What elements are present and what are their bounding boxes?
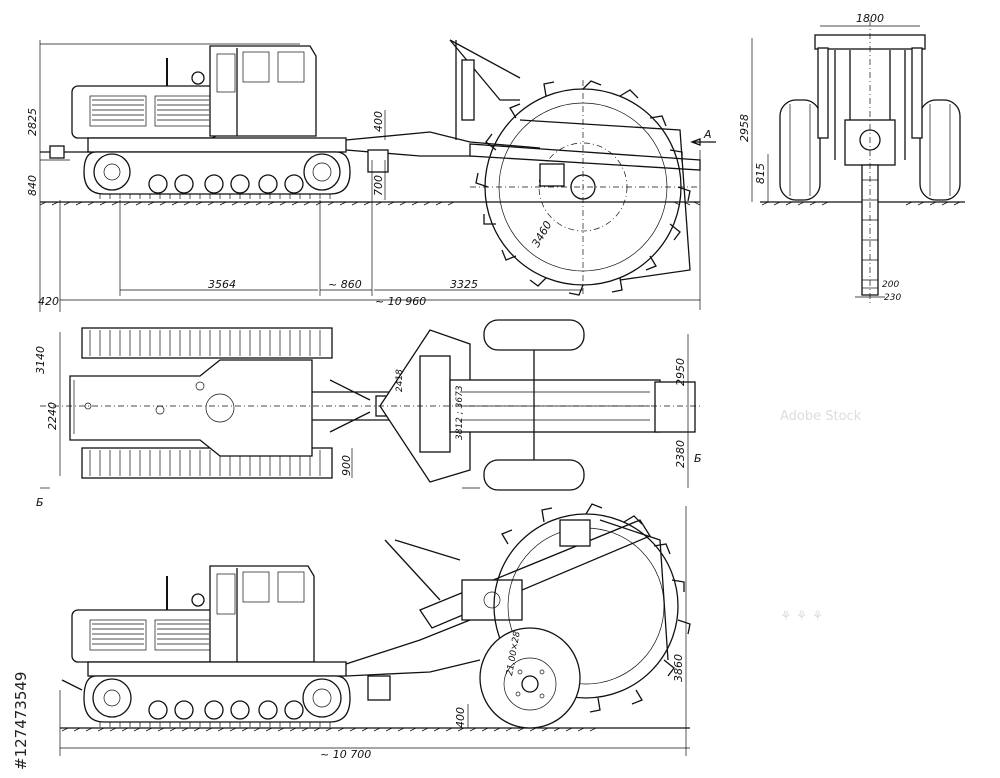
dim-overall-length-transport: ~ 10 700: [320, 748, 371, 761]
side-view-dimensions: 2825 840 420 3564 ~ 860 3325 ~ 10 960 40…: [26, 108, 712, 308]
dim-trench-width-2: 230: [884, 293, 901, 303]
dim-rear-span: 3325: [450, 278, 478, 291]
section-b-left: Б: [36, 496, 44, 509]
dim-rear-width: 1800: [856, 12, 884, 25]
dim-height-total: 2825: [26, 108, 39, 136]
section-b-right: Б: [694, 452, 702, 465]
plan-view: 3140 2240 900 2950 2380 2418 3812 ; 3673…: [34, 319, 702, 509]
dim-clearance-left: 420: [38, 295, 59, 308]
watermark-text: Adobe Stock: [780, 409, 862, 424]
dim-trench-width: 200: [882, 280, 899, 290]
dim-track-width-outer: 3140: [34, 346, 47, 374]
dim-overall-length: ~ 10 960: [375, 295, 426, 308]
watermark-pattern: Adobe Stock ⚘ ⚘ ⚘: [780, 409, 862, 624]
dim-wheel-dia: 3460: [529, 219, 554, 250]
dim-wheel-track-2: 2380: [674, 440, 687, 468]
dim-tracks-span: 3564: [208, 278, 236, 291]
dim-clearance-transport: 400: [454, 707, 467, 728]
dim-frame-height: 400: [372, 111, 385, 132]
dim-gap: ~ 860: [328, 278, 362, 291]
dim-drive-height: 700: [372, 175, 385, 196]
svg-text:⚘ ⚘ ⚘: ⚘ ⚘ ⚘: [780, 609, 823, 624]
dim-track-gauge: 2240: [46, 402, 59, 430]
dim-hitch-offset: 900: [340, 455, 353, 476]
dim-rear-height: 2958: [738, 114, 751, 142]
dim-wheel-track: 2950: [674, 358, 687, 386]
dim-height-transport: 3860: [672, 654, 685, 682]
adobe-stock-badge: #127473549: [6, 534, 36, 774]
side-view-working: [39, 39, 716, 312]
dim-axle-height: 815: [754, 163, 767, 184]
dim-link-2: 3812 ; 3673: [455, 385, 465, 440]
side-view-transport: ~ 10 700 3860 400 21,00×28: [59, 503, 691, 761]
dim-link-1: 2418: [395, 369, 405, 392]
rear-view: 1800 2958 815 200 230: [738, 12, 965, 305]
stock-id-text: #127473549: [12, 672, 30, 770]
dim-hitch-height: 840: [26, 175, 39, 196]
view-marker-a: A: [703, 128, 712, 141]
